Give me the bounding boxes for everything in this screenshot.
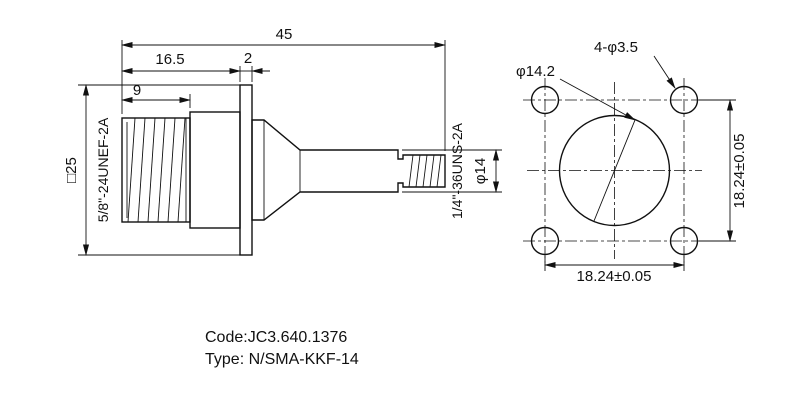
footer-type: Type: N/SMA-KKF-14 (205, 351, 359, 368)
footer: Code:JC3.640.1376 Type: N/SMA-KKF-14 (205, 329, 359, 368)
dim-thread-length-lines (121, 94, 191, 108)
dim-overall-length: 45 (276, 26, 293, 43)
mounting-hole-bottom-left (530, 226, 560, 256)
body-section (189, 111, 241, 229)
center-hole-leader (559, 78, 636, 222)
centerlines (523, 78, 707, 263)
dim-flange-thickness: 2 (244, 50, 252, 67)
dim-hole-spacing-vertical-lines (699, 99, 736, 242)
connector-outline (121, 84, 446, 256)
mounting-hole-bottom-right (669, 226, 699, 256)
dim-flange-thickness-lines (240, 66, 270, 82)
dim-hole-spacing-vertical: 18.24±0.05 (731, 134, 748, 209)
mounting-holes-label: 4-φ3.5 (594, 39, 638, 56)
front-view: φ14.2 4-φ3.5 18.24±0.05 18.24±0.05 (516, 39, 748, 285)
dim-body-diameter-lines (402, 149, 502, 193)
rear-body (251, 119, 446, 221)
center-hole-circle (558, 114, 671, 227)
dim-center-hole: φ14.2 (516, 63, 555, 80)
dim-thread-length: 9 (133, 82, 141, 99)
dim-length-to-flange-lines (121, 66, 241, 82)
mounting-holes-leader (653, 55, 676, 89)
thread-spec-left-label: 5/8"-24UNEF-2A (95, 117, 111, 222)
footer-code: Code:JC3.640.1376 (205, 329, 347, 346)
dim-flange-square-lines (78, 84, 240, 256)
dim-flange-square: □25 (63, 157, 80, 183)
flange (239, 84, 253, 256)
dim-body-diameter: φ14 (472, 158, 489, 184)
n-thread-section (121, 117, 191, 223)
side-view: 45 16.5 2 9 □25 5/8"-24UNEF-2A (63, 26, 502, 256)
dim-length-to-flange: 16.5 (155, 51, 184, 68)
mounting-hole-top-right (669, 85, 699, 115)
thread-spec-right-label: 1/4"-36UNS-2A (449, 122, 465, 219)
n-thread-hatch (127, 117, 187, 223)
dim-hole-spacing-horizontal-lines (544, 256, 685, 271)
sma-thread-hatch (408, 154, 442, 188)
dim-hole-spacing-horizontal: 18.24±0.05 (577, 268, 652, 285)
mounting-hole-top-left (530, 85, 560, 115)
